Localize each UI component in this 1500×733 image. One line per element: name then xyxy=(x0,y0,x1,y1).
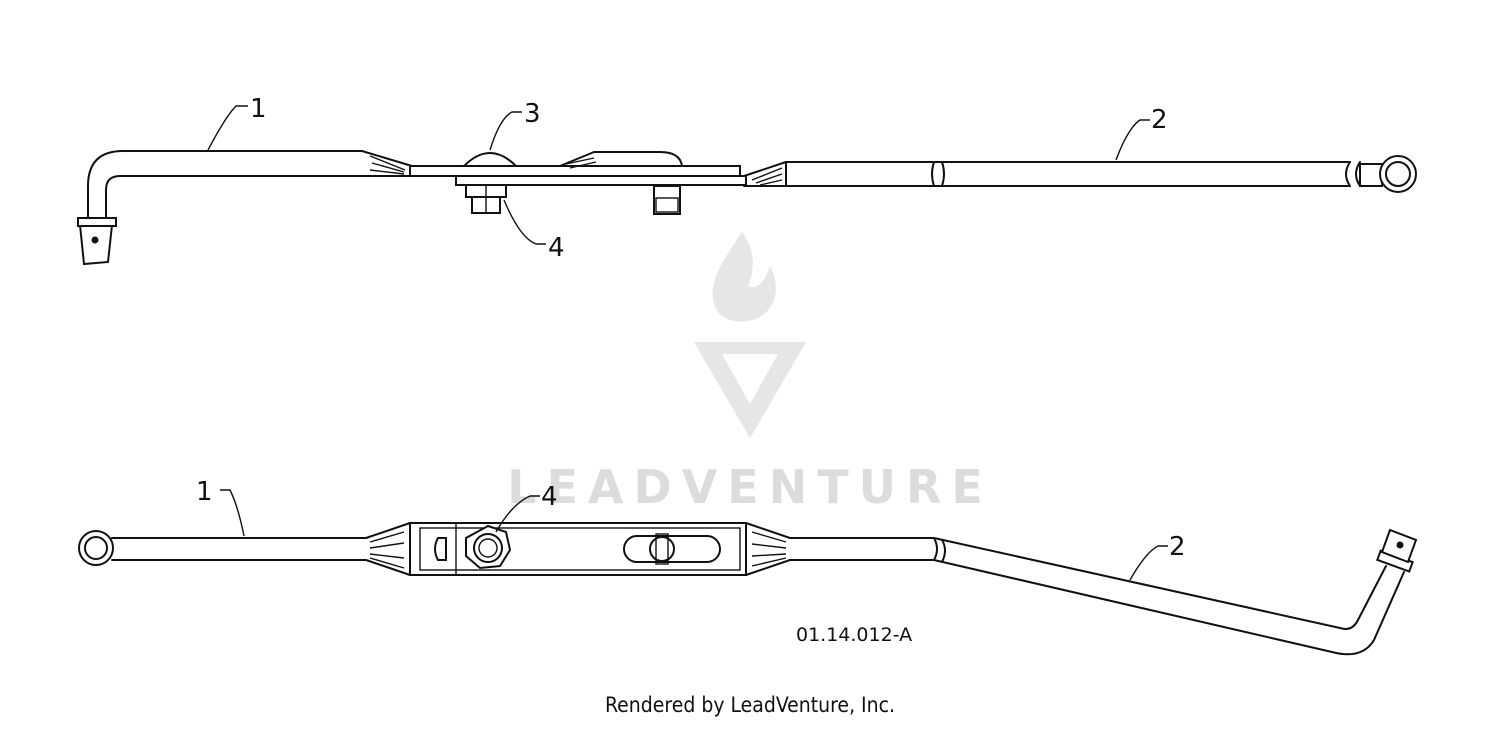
figure-code: 01.14.012-A xyxy=(796,624,913,646)
part-1-rod-top xyxy=(77,150,413,266)
watermark: LEADVENTURE xyxy=(507,232,993,514)
link-plate-top xyxy=(409,151,747,215)
leader-4-bottom xyxy=(495,495,540,533)
watermark-text: LEADVENTURE xyxy=(507,460,993,514)
callout-1-bottom: 1 xyxy=(196,477,213,507)
leader-2-top xyxy=(1115,119,1150,161)
leader-1-top xyxy=(207,105,248,151)
callout-4-bottom: 4 xyxy=(541,482,558,512)
part-2-rod-top xyxy=(743,155,1417,193)
callout-4-top: 4 xyxy=(548,233,565,263)
leader-1-bottom xyxy=(220,489,245,537)
part-4-nut-top xyxy=(465,184,507,214)
part-3-rivet xyxy=(461,152,519,167)
link-body-bottom xyxy=(409,522,747,576)
part-4-nut-bottom xyxy=(465,524,512,570)
part-1-rod-bottom xyxy=(78,522,411,576)
part-2-rod-bottom xyxy=(745,522,1418,656)
leader-2-bottom xyxy=(1129,545,1168,581)
callout-1-top: 1 xyxy=(250,94,267,124)
leader-4-top xyxy=(503,199,546,245)
callout-2-bottom: 2 xyxy=(1169,532,1186,562)
callout-3-top: 3 xyxy=(524,99,541,129)
bottom-view: 1 4 2 xyxy=(78,477,1418,656)
callout-2-top: 2 xyxy=(1151,105,1168,135)
watermark-v-icon xyxy=(694,342,806,438)
watermark-flame-icon xyxy=(712,232,776,322)
leader-3-top xyxy=(489,111,522,151)
credit-line: Rendered by LeadVenture, Inc. xyxy=(605,693,895,717)
top-view: 1 3 2 4 xyxy=(77,94,1417,266)
